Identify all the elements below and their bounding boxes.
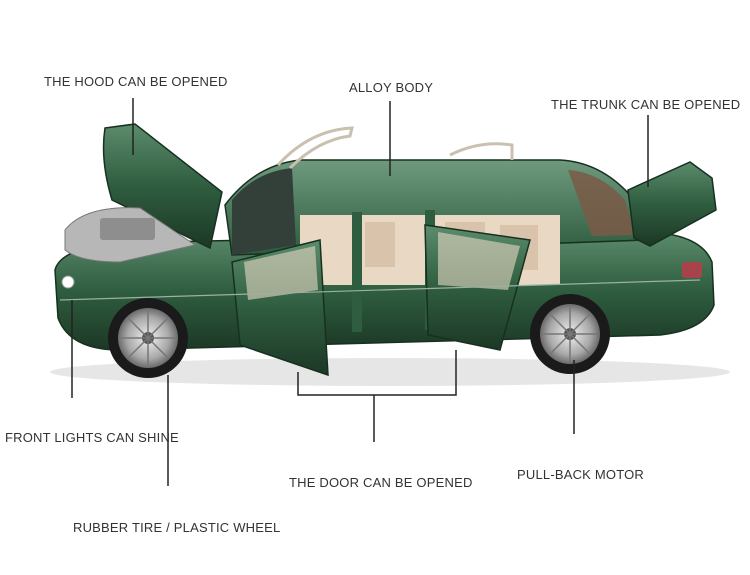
callout-door-label: THE DOOR CAN BE OPENED xyxy=(289,475,473,490)
rear-wheel xyxy=(530,294,610,374)
rear-window xyxy=(568,170,635,236)
callout-hood-label: THE HOOD CAN BE OPENED xyxy=(44,74,228,89)
callout-body-label: ALLOY BODY xyxy=(349,80,434,95)
open-trunk xyxy=(627,161,717,247)
tail-light xyxy=(682,262,702,278)
callout-lights-label: FRONT LIGHTS CAN SHINE xyxy=(5,430,179,445)
headlight xyxy=(61,275,75,289)
callout-lines xyxy=(71,98,649,486)
callout-line-door xyxy=(297,350,457,396)
callout-motor-label: PULL-BACK MOTOR xyxy=(517,467,645,482)
callout-tire-label: RUBBER TIRE / PLASTIC WHEEL xyxy=(73,520,281,535)
front-wheel xyxy=(108,298,188,378)
windshield xyxy=(232,168,296,255)
callout-trunk-label: THE TRUNK CAN BE OPENED xyxy=(551,97,741,112)
